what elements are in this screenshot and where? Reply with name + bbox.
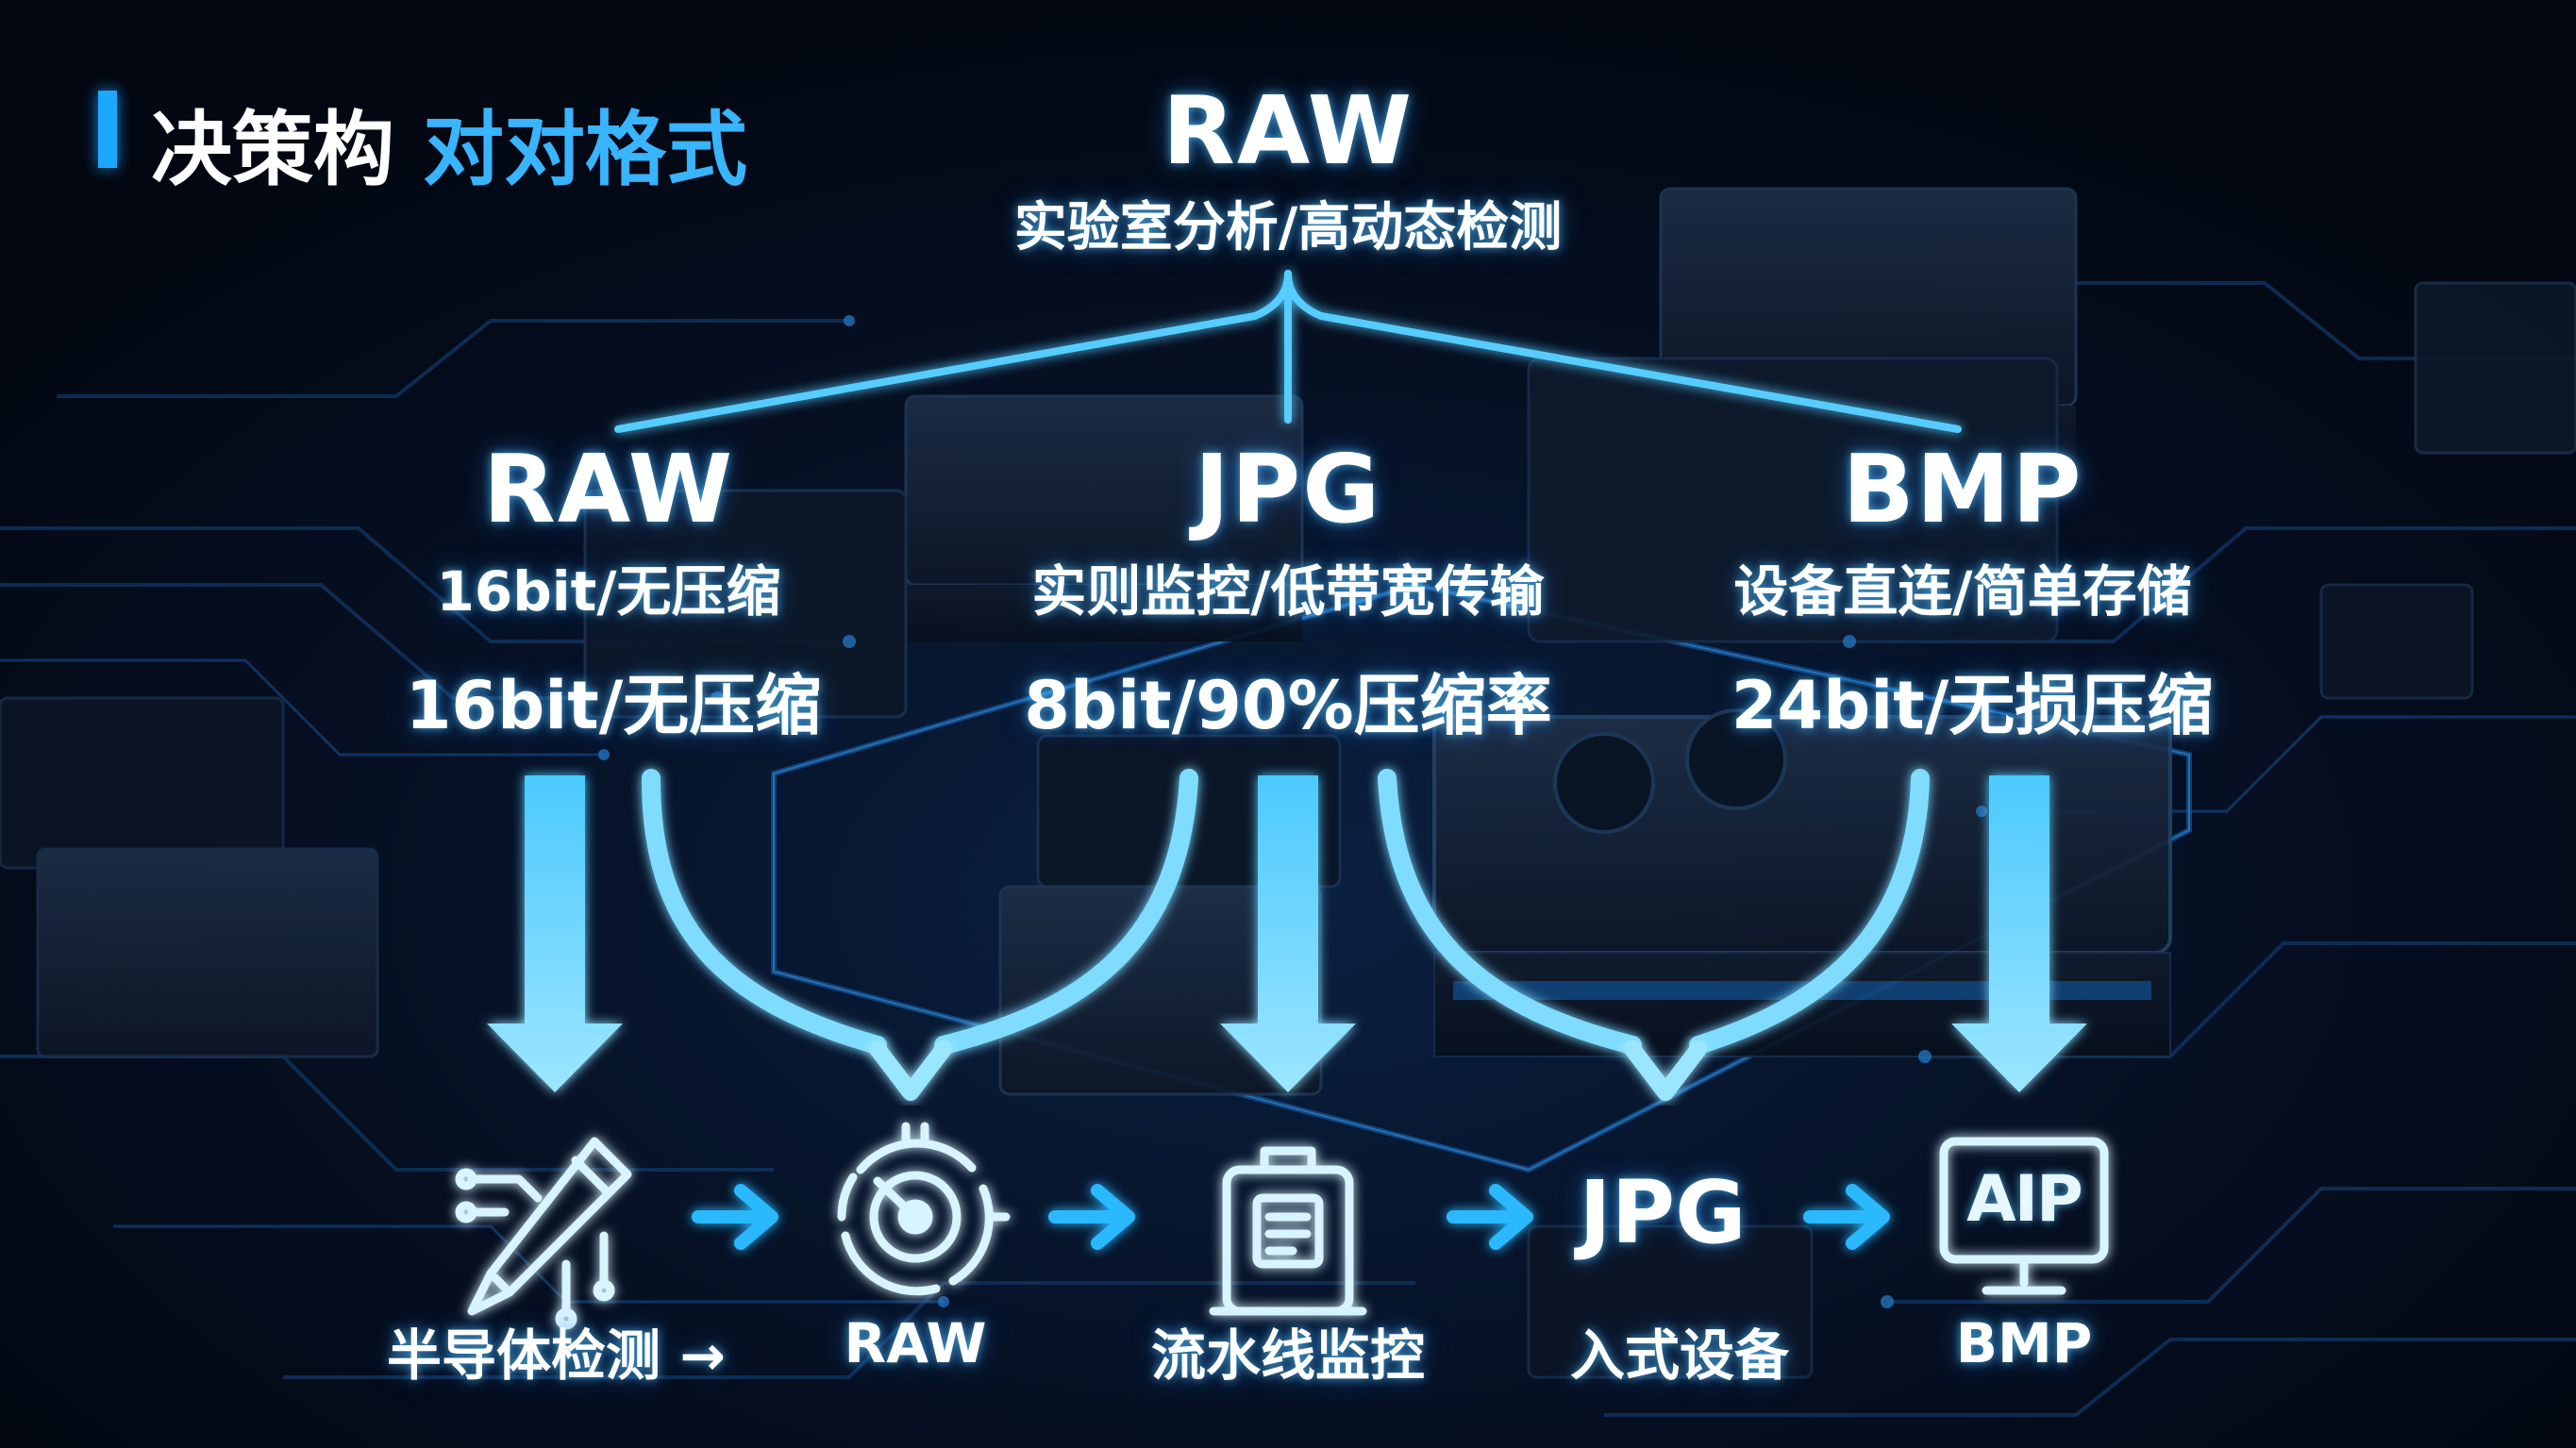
flow-label-bmp: BMP bbox=[1955, 1311, 2093, 1375]
page-title: 决策构 对对格式 bbox=[151, 83, 747, 201]
jpg-text-icon: JPG bbox=[1579, 1162, 1747, 1263]
flow-label-raw: RAW bbox=[844, 1311, 987, 1375]
flow-arrow-2 bbox=[1048, 1184, 1135, 1250]
down-arrow-bmp bbox=[1951, 775, 2087, 1092]
down-arrow-raw bbox=[487, 775, 623, 1092]
flow-arrow-4 bbox=[1803, 1184, 1890, 1250]
monitor-aip-icon bbox=[1939, 1137, 2109, 1295]
clipboard-icon bbox=[1209, 1146, 1367, 1316]
format-desc-raw: 16bit/无压缩 bbox=[436, 559, 781, 624]
flow-label-pipeline: 流水线监控 bbox=[1150, 1323, 1426, 1388]
curve-raw-to-raw bbox=[642, 769, 887, 1055]
curve-head-raw bbox=[869, 1040, 952, 1101]
radar-target-icon bbox=[837, 1122, 1011, 1296]
down-arrows bbox=[487, 775, 2087, 1092]
format-desc-jpg: 实则监控/低带宽传输 bbox=[1031, 559, 1545, 624]
flow-label-embedded: 入式设备 bbox=[1569, 1323, 1790, 1388]
flow-arrow-3 bbox=[1447, 1184, 1533, 1250]
curve-head-jpg bbox=[1624, 1040, 1707, 1101]
tree-connector bbox=[614, 270, 1962, 433]
root-format-desc: 实验室分析/高动态检测 bbox=[1013, 197, 1563, 258]
curve-jpg-to-jpg bbox=[1378, 769, 1642, 1055]
format-name-jpg: JPG bbox=[1194, 434, 1382, 544]
format-name-bmp: BMP bbox=[1842, 434, 2083, 544]
format-desc-bmp: 设备直连/简单存储 bbox=[1733, 559, 2192, 624]
flow-label-semiconductor: 半导体检测 → bbox=[387, 1311, 726, 1390]
title-main-text: 决策构 bbox=[151, 103, 394, 197]
format-spec-jpg: 8bit/90%压缩率 bbox=[1024, 667, 1552, 744]
format-name-raw: RAW bbox=[482, 434, 735, 544]
format-spec-raw: 16bit/无压缩 bbox=[405, 667, 822, 744]
flow-label-arrow: → bbox=[679, 1323, 726, 1388]
root-format-name: RAW bbox=[1162, 75, 1414, 186]
flow-arrow-1 bbox=[692, 1184, 778, 1250]
title-accent-text: 对对格式 bbox=[422, 103, 747, 197]
curve-jpg-to-raw bbox=[934, 769, 1198, 1055]
flow-label-semiconductor-text: 半导体检测 bbox=[387, 1323, 661, 1388]
curve-bmp-to-jpg bbox=[1689, 769, 1930, 1055]
curve-heads bbox=[869, 1040, 1707, 1101]
down-arrow-jpg bbox=[1220, 775, 1356, 1092]
pencil-circuit-icon bbox=[455, 1137, 632, 1330]
title-accent-bar bbox=[98, 91, 117, 168]
monitor-aip-text: AIP bbox=[1966, 1162, 2083, 1237]
curved-arrows bbox=[642, 769, 1930, 1055]
format-spec-bmp: 24bit/无损压缩 bbox=[1731, 667, 2214, 744]
flow-arrows bbox=[692, 1184, 1890, 1250]
